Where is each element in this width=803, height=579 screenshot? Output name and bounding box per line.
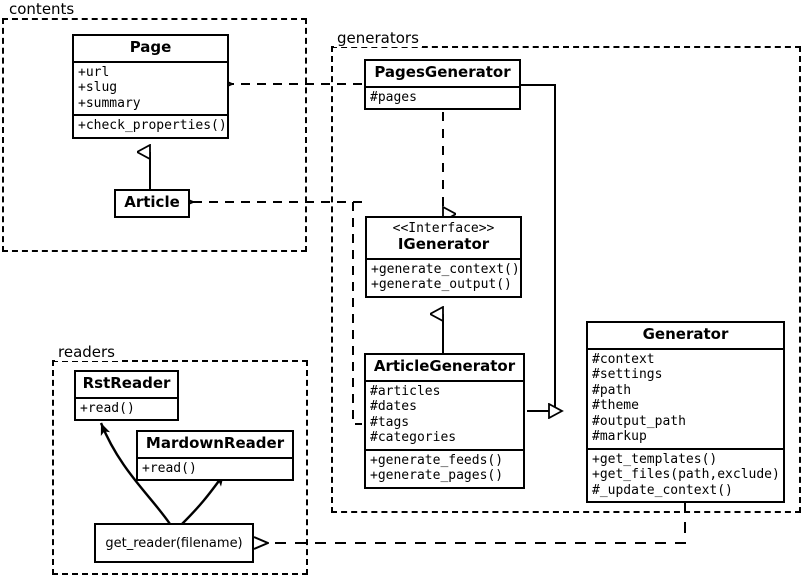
operation: +check_properties() — [78, 118, 227, 134]
class-page-title: Page — [129, 38, 172, 56]
operation: +get_templates() — [592, 451, 718, 467]
package-label-readers: readers — [55, 343, 118, 361]
attribute: #articles — [370, 383, 441, 399]
class-mardownreader-title: MardownReader — [145, 434, 285, 452]
operation: +get_files(path,exclude) — [592, 467, 780, 483]
attribute: #pages — [370, 89, 417, 105]
operation: +generate_feeds() — [370, 452, 504, 468]
attribute: #path — [592, 382, 632, 398]
attribute: #context — [592, 351, 655, 367]
operation: +generate_context() — [371, 261, 520, 277]
class-pagesgenerator-attributes: #pages — [366, 85, 519, 108]
class-page[interactable]: Page +url +slug +summary +check_properti… — [72, 34, 229, 139]
attribute: +slug — [78, 80, 118, 96]
operation: #_update_context() — [592, 482, 733, 498]
class-igenerator-operations: +generate_context() +generate_output() — [367, 257, 520, 296]
class-rstreader-title: RstReader — [82, 374, 171, 392]
attribute: #tags — [370, 414, 410, 430]
operation: +read() — [80, 400, 135, 416]
class-generator-attributes: #context #settings #path #theme #output_… — [588, 347, 783, 448]
operation: +generate_output() — [371, 277, 512, 293]
node-get-reader[interactable]: get_reader(filename) — [94, 523, 254, 563]
class-igenerator-title: <<Interface>> IGenerator — [367, 218, 520, 258]
package-label-generators: generators — [334, 29, 422, 47]
attribute: #output_path — [592, 413, 686, 429]
class-rstreader-operations: +read() — [76, 396, 177, 419]
package-frame-contents — [2, 18, 307, 252]
class-page-attributes: +url +slug +summary — [74, 60, 227, 114]
class-generator-operations: +get_templates() +get_files(path,exclude… — [588, 447, 783, 501]
class-articlegenerator-operations: +generate_feeds() +generate_pages() — [366, 448, 523, 487]
class-igenerator-name: IGenerator — [397, 234, 490, 253]
operation: +generate_pages() — [370, 468, 504, 484]
class-igenerator[interactable]: <<Interface>> IGenerator +generate_conte… — [365, 216, 522, 298]
class-mardownreader-operations: +read() — [138, 456, 292, 479]
package-frame-readers — [52, 360, 308, 575]
class-article-title: Article — [124, 193, 180, 211]
class-page-operations: +check_properties() — [74, 114, 227, 136]
package-label-contents: contents — [6, 0, 78, 18]
attribute: +url — [78, 64, 110, 80]
class-articlegenerator-attributes: #articles #dates #tags #categories — [366, 379, 523, 449]
class-generator-title: Generator — [642, 325, 729, 343]
class-generator[interactable]: Generator #context #settings #path #them… — [586, 321, 785, 503]
attribute: #categories — [370, 430, 457, 446]
attribute: #markup — [592, 429, 647, 445]
attribute: +summary — [78, 95, 141, 111]
class-article[interactable]: Article — [114, 189, 190, 218]
class-pagesgenerator-title: PagesGenerator — [374, 63, 511, 81]
class-igenerator-stereotype: <<Interface>> — [392, 221, 495, 236]
class-articlegenerator[interactable]: ArticleGenerator #articles #dates #tags … — [364, 353, 525, 489]
class-mardownreader[interactable]: MardownReader +read() — [136, 430, 294, 482]
attribute: #settings — [592, 367, 663, 383]
operation: +read() — [142, 460, 197, 476]
attribute: #theme — [592, 398, 639, 414]
class-articlegenerator-title: ArticleGenerator — [373, 357, 516, 375]
attribute: #dates — [370, 399, 417, 415]
class-pagesgenerator[interactable]: PagesGenerator #pages — [364, 59, 521, 111]
class-rstreader[interactable]: RstReader +read() — [74, 370, 179, 422]
